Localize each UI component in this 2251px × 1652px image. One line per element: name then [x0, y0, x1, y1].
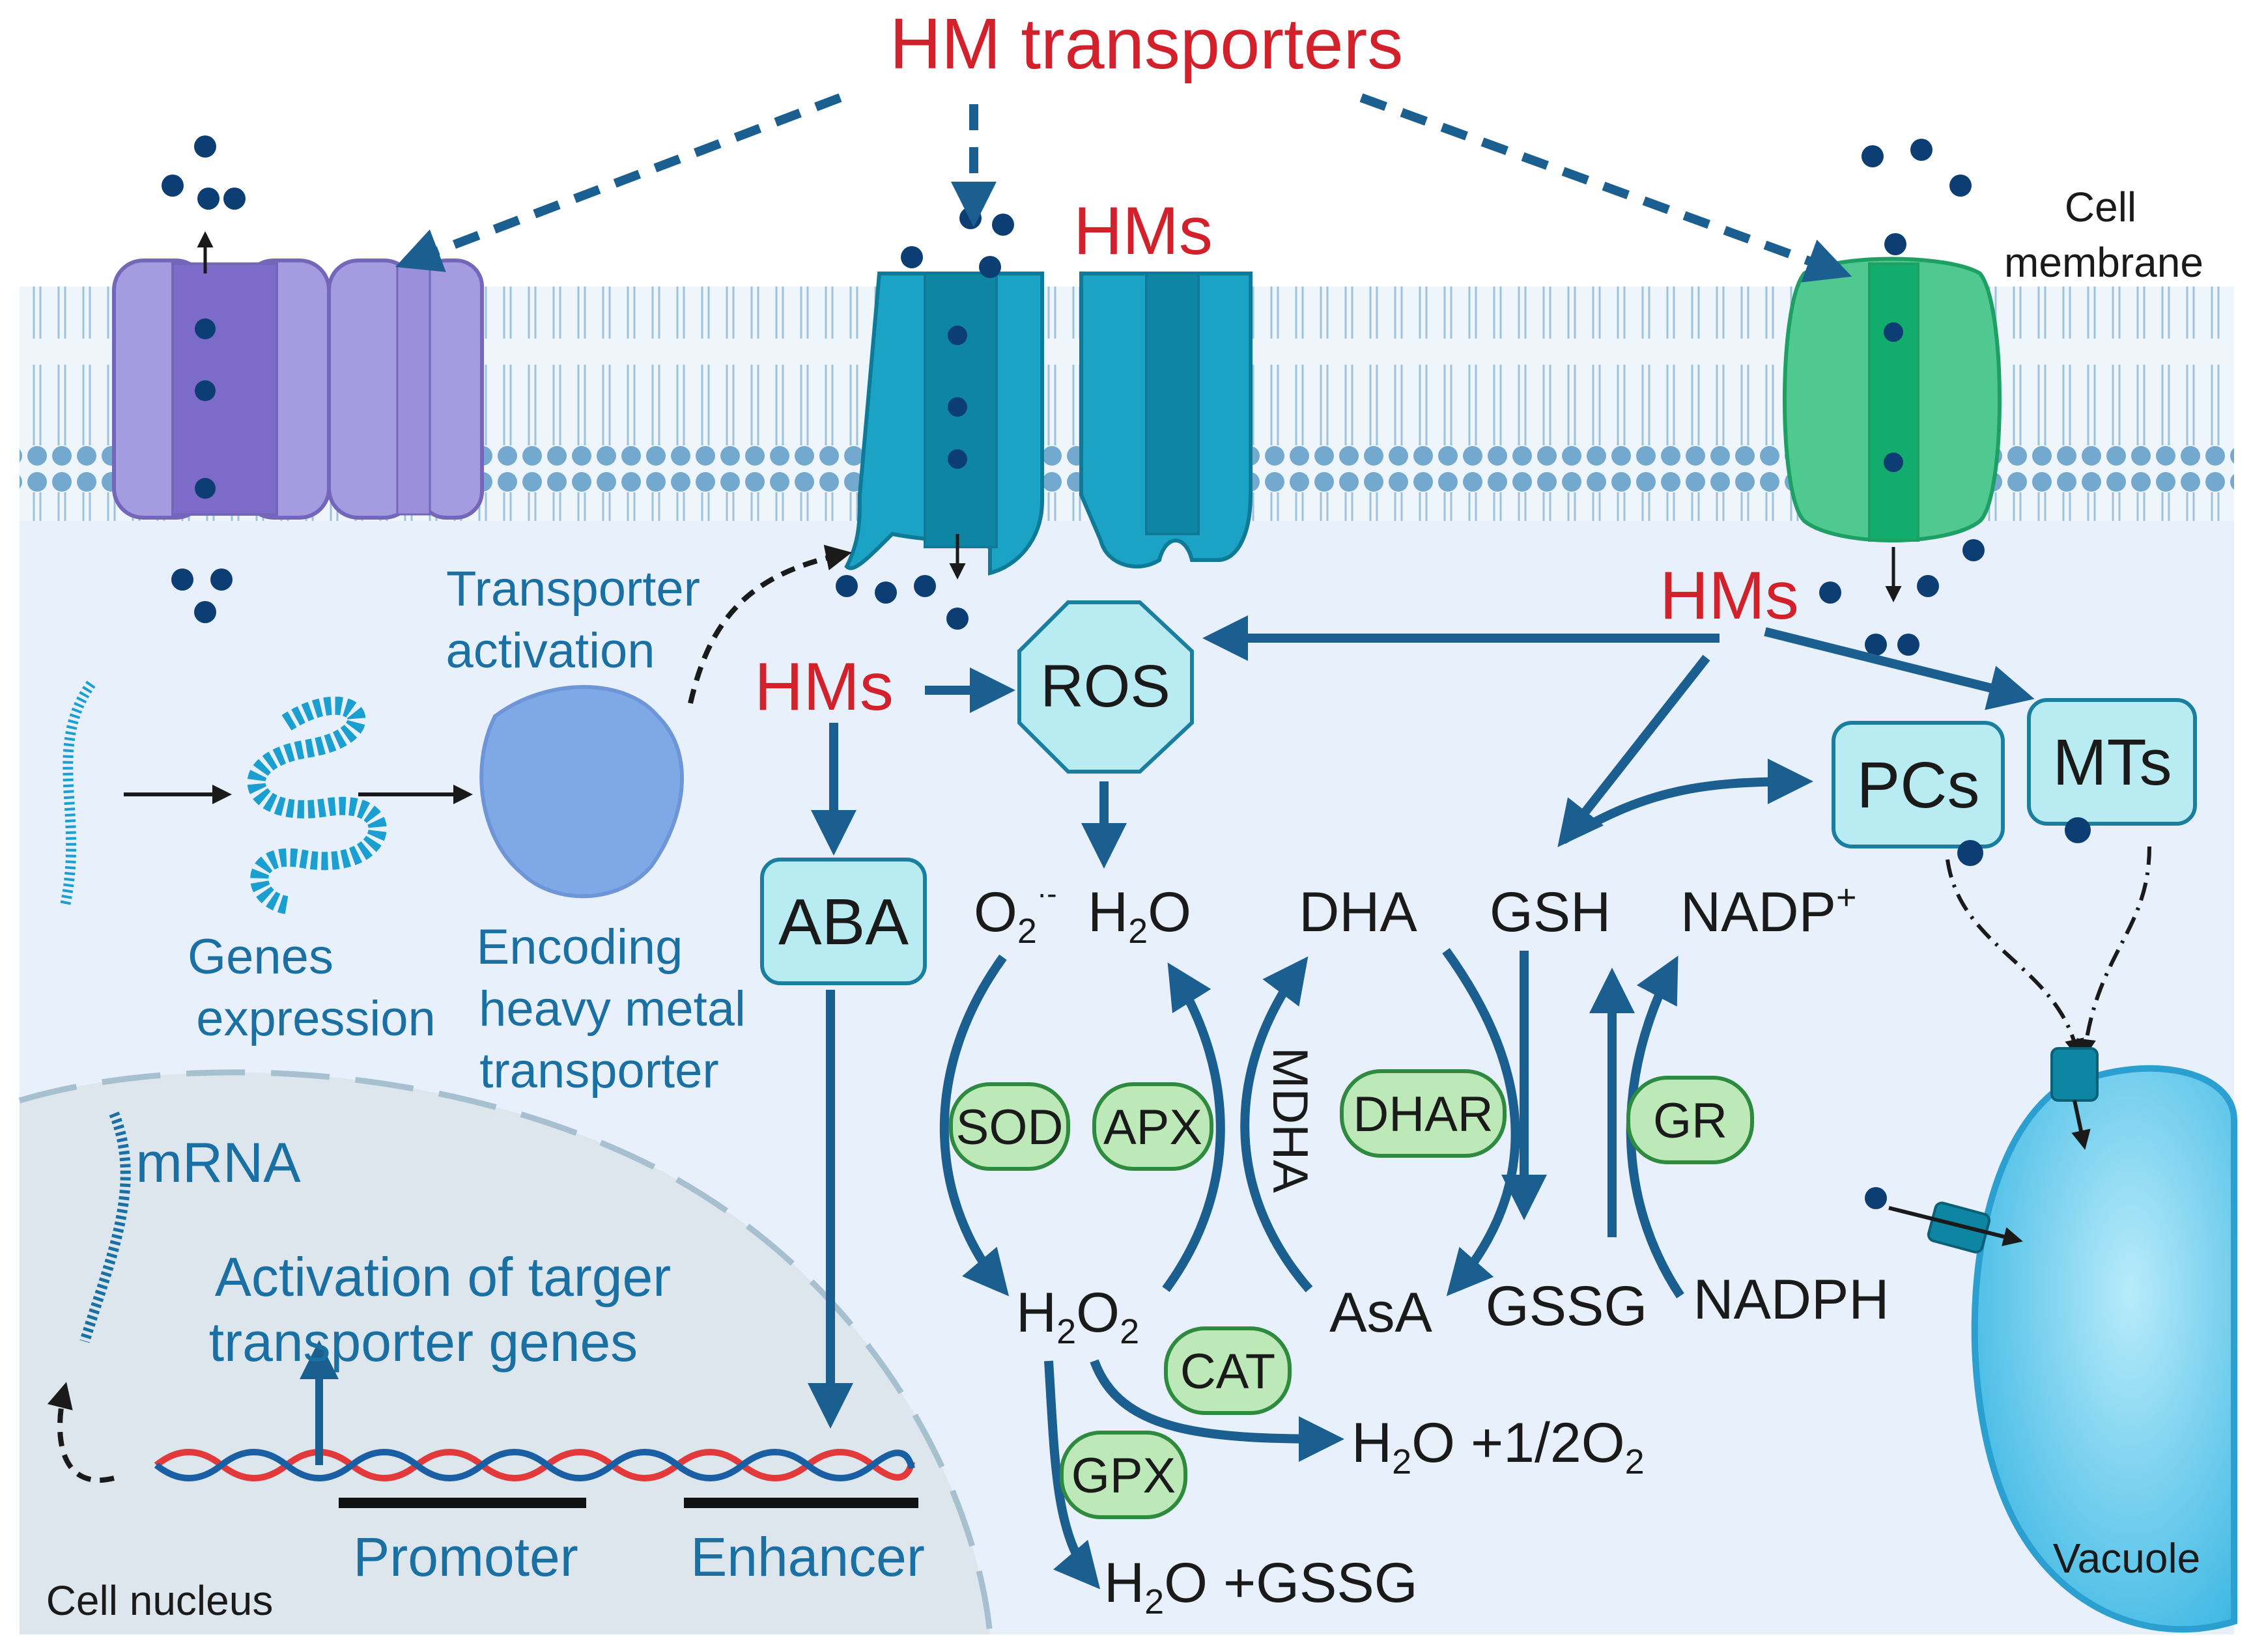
vacuole-label: Vacuole [2053, 1535, 2201, 1582]
cat-label: CAT [1180, 1344, 1275, 1399]
enhancer-bar [684, 1498, 918, 1508]
gssg-label: GSSG [1486, 1275, 1648, 1337]
activation-label-1: Activation of targer [215, 1246, 671, 1308]
mrna-label: mRNA [135, 1132, 301, 1194]
gpx-pill [1060, 1431, 1187, 1519]
sod-label: SOD [956, 1100, 1064, 1155]
enzyme-pills [949, 1069, 1754, 1519]
hms-top-label: HMs [1073, 193, 1213, 269]
aba-text: ABA [778, 886, 909, 959]
genes-expression-label-2: expression [196, 991, 436, 1046]
cell-nucleus-label: Cell nucleus [46, 1577, 274, 1624]
dna-strand [60, 680, 96, 906]
dhar-label: DHAR [1353, 1087, 1493, 1142]
apx-pill [1092, 1082, 1213, 1171]
hms-middle-label: HMs [754, 649, 894, 725]
activation-arrow [688, 544, 852, 704]
dna-blue [154, 1449, 915, 1481]
dhar-pill [1340, 1069, 1507, 1158]
cell-membrane-label-1: Cell [2065, 184, 2136, 231]
apx-label: APX [1103, 1100, 1202, 1155]
promoter-label: Promoter [353, 1526, 578, 1588]
vacuole [1888, 1047, 2237, 1633]
gr-label: GR [1653, 1093, 1727, 1149]
nadph-label: NADPH [1693, 1268, 1889, 1331]
ros-text: ROS [1040, 653, 1170, 720]
transporter-protein [479, 685, 684, 899]
encoding-label-3: transporter [479, 1043, 719, 1099]
heavy-metal-ions [162, 135, 2154, 1352]
nucleus-contents [47, 1111, 918, 1508]
asa-label: AsA [1329, 1281, 1432, 1344]
pathway-arrows [808, 615, 2035, 1589]
gpx-label: GPX [1071, 1448, 1176, 1504]
transporter-activation-label-2: activation [446, 623, 655, 679]
aba-node [760, 858, 927, 985]
activation-label-2: transporter genes [209, 1311, 638, 1373]
dha-label: DHA [1299, 881, 1417, 944]
mts-text: MTs [2052, 726, 2172, 799]
enhancer-label: Enhancer [690, 1526, 925, 1588]
purple-transporter [112, 259, 484, 520]
superoxide-label: O2·- [974, 876, 1057, 951]
cell-nucleus [20, 1072, 990, 1634]
hms-right-label: HMs [1660, 558, 1799, 634]
cat-pill [1164, 1326, 1292, 1415]
cell-membrane-label-2: membrane [2004, 239, 2203, 286]
encoding-label-1: Encoding [477, 919, 683, 975]
h2o2-label: H2O2 [1016, 1281, 1139, 1351]
water-oxygen-product: H2O +1/2O2 [1352, 1412, 1645, 1481]
gsh-label: GSH [1490, 881, 1611, 944]
mdha-label: MDHA [1262, 1047, 1318, 1193]
nuclear-envelope [18, 1069, 993, 1635]
promoter-bar [339, 1498, 586, 1508]
mts-node [2027, 698, 2197, 826]
pcs-node [1832, 721, 2005, 848]
sequestration-arrows [1946, 846, 2151, 1059]
water-label: H2O [1088, 881, 1191, 951]
sod-pill [949, 1082, 1070, 1171]
gr-pill [1626, 1076, 1754, 1164]
green-transporter [1783, 257, 2002, 542]
mrna-coil [247, 696, 387, 914]
gene-expression-pathway [60, 544, 852, 914]
hm-transporters-label: HM transporters [890, 4, 1404, 84]
vacuole-transporter-top [2050, 1047, 2099, 1102]
transporter-activation-label-1: Transporter [446, 561, 700, 617]
nadp-label: NADP+ [1680, 878, 1856, 944]
mrna-strand [79, 1111, 131, 1343]
ion-flow-arrows [197, 231, 1902, 602]
genes-expression-label-1: Genes [188, 929, 333, 985]
encoding-label-2: heavy metal [479, 981, 746, 1037]
hm-transporter-pointers [395, 93, 1852, 283]
pcs-text: PCs [1857, 749, 1980, 822]
water-gssg-product: H2O +GSSG [1104, 1552, 1418, 1621]
ros-node [1017, 600, 1194, 774]
